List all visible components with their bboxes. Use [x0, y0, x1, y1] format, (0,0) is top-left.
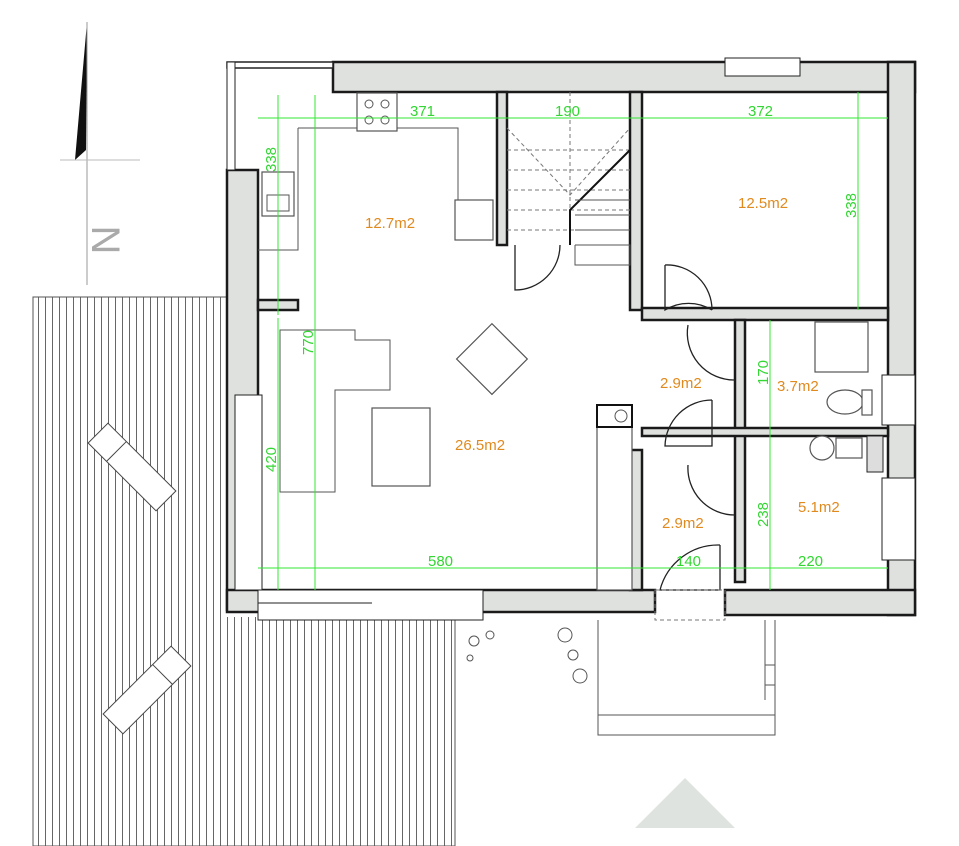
stove-icon [356, 92, 398, 132]
dim-kitchen-width: 371 [410, 103, 435, 120]
dim-hall-width: 140 [676, 553, 701, 570]
entrance-arrow-icon [635, 778, 735, 828]
lounge-chair [102, 645, 192, 735]
dim-utility-width: 220 [798, 553, 823, 570]
dim-kitchen-depth: 338 [263, 147, 280, 172]
living-furniture [279, 322, 633, 591]
windows [234, 57, 916, 621]
toilet-icon [826, 389, 864, 415]
entry-porch [466, 620, 776, 736]
room-area-utility: 5.1m2 [798, 499, 840, 516]
doors [514, 244, 736, 621]
dim-bathroom-depth: 170 [755, 360, 772, 385]
room-area-bathroom: 3.7m2 [777, 378, 819, 395]
dim-living-depth: 420 [263, 447, 280, 472]
staircase [506, 92, 631, 266]
dim-bedroom-width: 372 [748, 103, 773, 120]
dim-total-depth: 770 [300, 330, 317, 355]
dimension-lines [258, 92, 888, 590]
room-area-hall-upper: 2.9m2 [660, 375, 702, 392]
dim-living-width: 580 [428, 553, 453, 570]
dim-bedroom-depth: 338 [843, 193, 860, 218]
lounge-chair [87, 422, 177, 512]
bathroom-fixtures [809, 321, 884, 473]
house-floor [227, 62, 915, 617]
room-area-bedroom: 12.5m2 [738, 195, 788, 212]
room-area-living: 26.5m2 [455, 437, 505, 454]
dim-stair-width: 190 [555, 103, 580, 120]
north-compass: N [60, 22, 140, 285]
dim-utility-depth: 238 [755, 502, 772, 527]
room-area-kitchen: 12.7m2 [365, 215, 415, 232]
room-area-hall-lower: 2.9m2 [662, 515, 704, 532]
shower-icon [814, 321, 869, 373]
compass-north-label: N [83, 226, 127, 255]
